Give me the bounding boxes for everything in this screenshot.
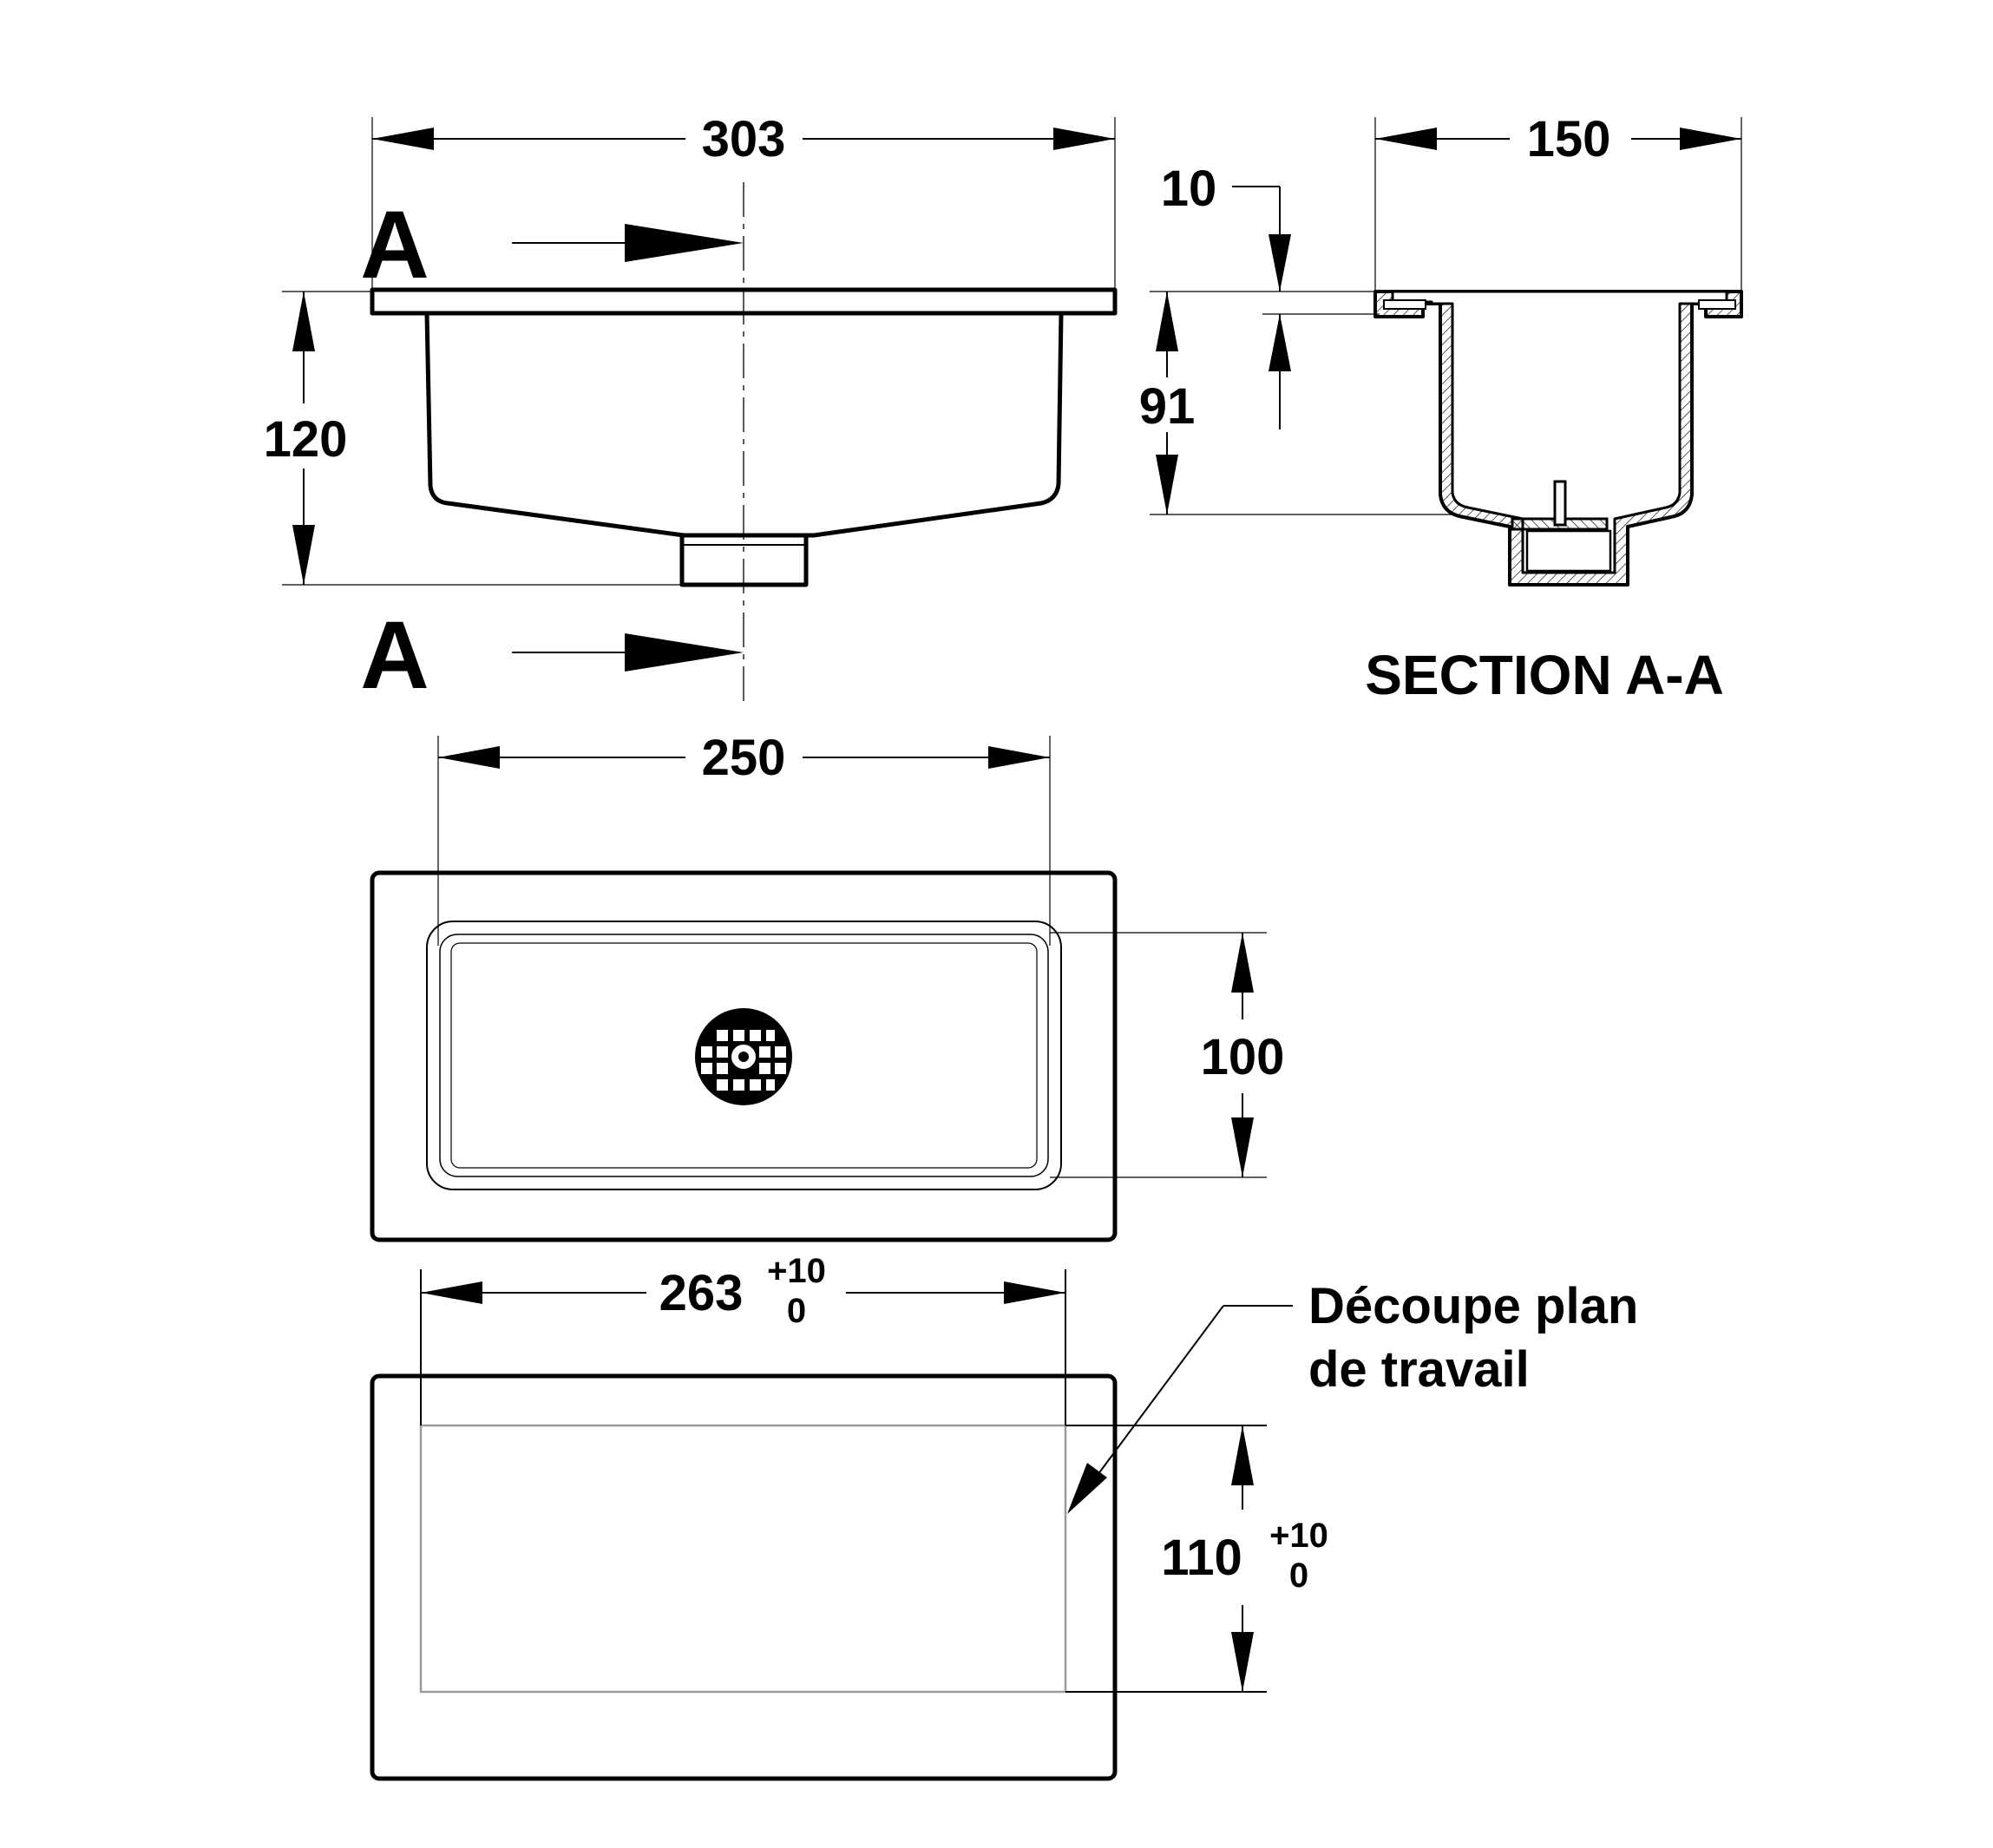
dim-cutout-length-tol-lower: 0 (787, 1292, 806, 1330)
section-marker-top: A (360, 192, 429, 298)
dim-overall-width: 150 (1374, 111, 1742, 292)
dim-rim-thickness-label: 10 (1161, 161, 1217, 217)
dim-bowl-width: 100 (1050, 932, 1285, 1178)
front-view: A A 303 120 (264, 111, 1118, 709)
cutout-label-line2: de travail (1308, 1341, 1530, 1398)
cutout-worktop (370, 1373, 1118, 1781)
top-bowl-inner (439, 934, 1049, 1177)
dim-bowl-length-label: 250 (702, 730, 786, 786)
drain-grate-icon (695, 1008, 792, 1105)
dim-cutout-length: 263 +10 0 (420, 1252, 1066, 1425)
dim-cutout-length-label: 263 (659, 1265, 744, 1321)
top-view: 250 100 (370, 730, 1285, 1242)
cutout-label-line1: Découpe plan (1308, 1278, 1638, 1334)
dim-bowl-depth-label: 91 (1139, 378, 1196, 435)
cutout-leader (1067, 1305, 1293, 1514)
section-marker-bottom: A (360, 602, 429, 709)
section-title: SECTION A-A (1365, 644, 1724, 706)
section-arrow-top (625, 224, 744, 262)
dim-overall-length: 303 (371, 111, 1116, 290)
section-arrow-bottom (625, 633, 744, 672)
dim-overall-height: 120 (264, 291, 682, 586)
cutout-opening (419, 1424, 1067, 1694)
section-drain-pin (1553, 480, 1567, 527)
section-cavity (1391, 290, 1728, 574)
dim-cutout-width: 110 +10 0 (1065, 1425, 1328, 1693)
dim-bowl-length: 250 (437, 730, 1051, 946)
section-view: 150 10 91 SECTION A-A (1139, 111, 1743, 706)
dim-overall-height-label: 120 (264, 411, 348, 468)
dim-rim-thickness: 10 (1161, 161, 1380, 429)
cutout-view: 263 +10 0 110 +10 0 Découpe plan de trav… (370, 1252, 1638, 1781)
dim-cutout-length-tol-upper: +10 (767, 1252, 826, 1290)
dim-cutout-width-tol-upper: +10 (1269, 1517, 1328, 1555)
top-rim (370, 870, 1118, 1242)
dim-overall-width-label: 150 (1527, 111, 1611, 167)
top-bowl-outer (426, 921, 1062, 1190)
dim-bowl-width-label: 100 (1201, 1029, 1285, 1085)
dim-cutout-width-label: 110 (1161, 1530, 1242, 1586)
dim-cutout-width-tol-lower: 0 (1289, 1556, 1308, 1595)
dim-bowl-depth: 91 (1139, 291, 1458, 515)
dim-overall-length-label: 303 (702, 111, 786, 167)
